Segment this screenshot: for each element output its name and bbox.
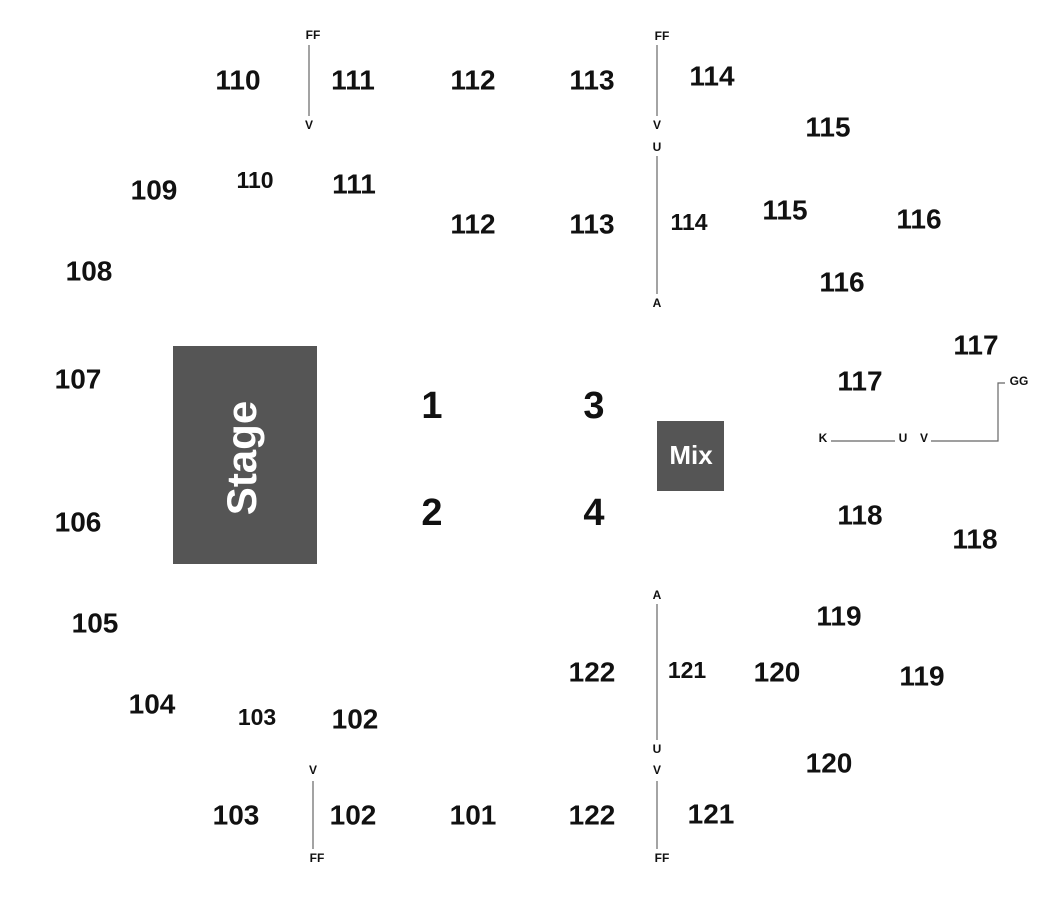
row-label: V (653, 763, 661, 777)
row-label: K (819, 431, 828, 445)
section-label[interactable]: 105 (72, 607, 119, 638)
section-label[interactable]: 114 (689, 60, 735, 91)
aisle-line (931, 382, 1005, 442)
row-label: A (653, 296, 662, 310)
section-label[interactable]: 113 (569, 64, 614, 95)
section-label[interactable]: 114 (670, 209, 707, 235)
row-label: FF (655, 29, 670, 43)
mix-block[interactable] (657, 421, 724, 491)
stage-block[interactable] (173, 346, 317, 564)
section-label[interactable]: 110 (236, 167, 273, 193)
row-label: A (653, 588, 662, 602)
row-label: FF (655, 851, 670, 865)
row-label: V (305, 118, 313, 132)
section-label[interactable]: 106 (55, 506, 102, 537)
row-label: V (920, 431, 928, 445)
floor-section[interactable]: 4 (583, 492, 604, 534)
section-label[interactable]: 101 (450, 799, 497, 830)
section-label[interactable]: 119 (899, 660, 944, 691)
section-label[interactable]: 116 (896, 203, 941, 234)
section-label[interactable]: 120 (806, 747, 853, 778)
section-label[interactable]: 103 (213, 799, 260, 830)
section-label[interactable]: 115 (762, 194, 807, 225)
section-label[interactable]: 110 (215, 64, 260, 95)
section-label[interactable]: 117 (837, 365, 882, 396)
floor-section[interactable]: 2 (421, 492, 442, 534)
section-label[interactable]: 108 (66, 255, 113, 286)
section-label[interactable]: 107 (55, 363, 102, 394)
section-label[interactable]: 122 (569, 656, 616, 687)
section-label[interactable]: 121 (668, 657, 707, 683)
row-label: V (309, 763, 317, 777)
section-label[interactable]: 121 (688, 798, 735, 829)
section-label[interactable]: 111 (331, 64, 375, 95)
section-label[interactable]: 116 (819, 266, 864, 297)
section-label[interactable]: 120 (754, 656, 801, 687)
section-label[interactable]: 122 (569, 799, 616, 830)
row-label: FF (310, 851, 325, 865)
section-label[interactable]: 112 (450, 208, 495, 239)
section-label[interactable]: 109 (131, 174, 178, 205)
row-label: U (653, 742, 662, 756)
floor-section[interactable]: 3 (583, 385, 604, 427)
section-label[interactable]: 111 (332, 168, 376, 199)
row-label: U (899, 431, 908, 445)
section-label[interactable]: 118 (952, 523, 997, 554)
section-label[interactable]: 119 (816, 600, 861, 631)
mix-label: Mix (669, 440, 713, 470)
row-label: V (653, 118, 661, 132)
stage-label: Stage (218, 401, 265, 515)
row-label: FF (306, 28, 321, 42)
floor-section[interactable]: 1 (421, 385, 442, 427)
section-label[interactable]: 103 (238, 704, 276, 730)
row-label: GG (1010, 374, 1029, 388)
section-label[interactable]: 104 (129, 688, 176, 719)
row-label: U (653, 140, 662, 154)
section-label[interactable]: 102 (330, 799, 377, 830)
section-label[interactable]: 112 (450, 64, 495, 95)
section-label[interactable]: 113 (569, 208, 614, 239)
section-label[interactable]: 115 (805, 111, 850, 142)
section-label[interactable]: 118 (837, 499, 882, 530)
section-label[interactable]: 117 (953, 329, 998, 360)
section-label[interactable]: 102 (332, 703, 379, 734)
